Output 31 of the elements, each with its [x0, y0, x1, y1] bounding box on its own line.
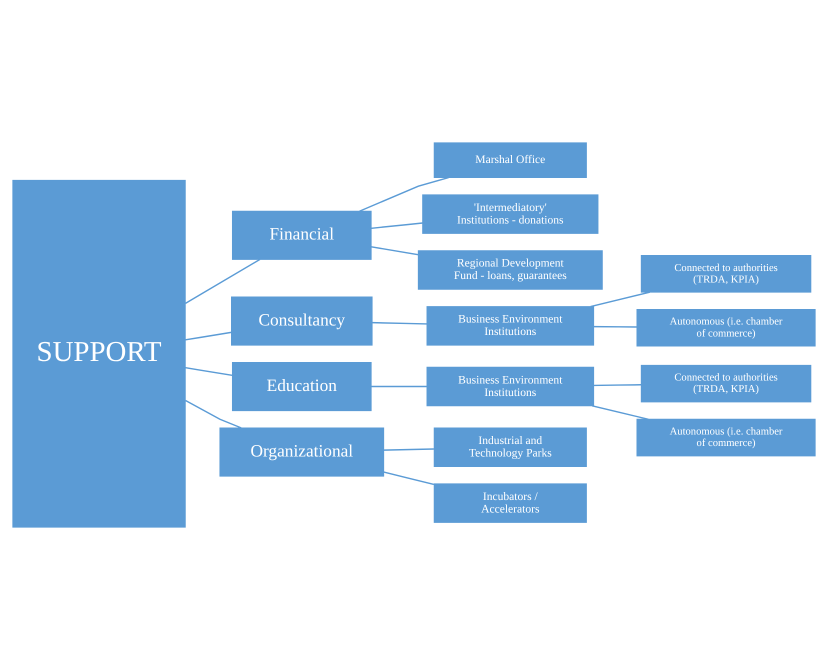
connector — [590, 291, 650, 308]
node-box: 'Intermediatory' Institutions - donations — [422, 194, 598, 234]
connector — [592, 405, 649, 420]
connector — [371, 246, 418, 256]
connector — [372, 322, 427, 325]
node-box: Education — [232, 362, 372, 412]
node-box: Business Environment Institutions — [426, 366, 594, 406]
node-box: Connected to authorities (TRDA, KPIA) — [640, 255, 812, 293]
node-box: Consultancy — [231, 296, 373, 346]
node-box: SUPPORT — [12, 180, 186, 528]
node-box: Marshal Office — [434, 142, 587, 178]
connector — [384, 448, 434, 451]
connector — [594, 384, 642, 386]
node-box: Organizational — [219, 427, 384, 477]
connector — [371, 222, 423, 229]
node-box: Regional Development Fund - loans, guarantees — [418, 250, 603, 290]
connector — [594, 326, 637, 328]
node-box: Autonomous (i.e. chamber of commerce) — [636, 418, 816, 456]
connector — [185, 400, 242, 429]
connector — [359, 176, 449, 212]
node-box: Financial — [232, 210, 372, 260]
node-box: Incubators / Accelerators — [434, 483, 587, 523]
node-box: Autonomous (i.e. chamber of commerce) — [636, 309, 816, 347]
connector — [185, 332, 232, 341]
connector — [185, 258, 260, 304]
node-box: Connected to authorities (TRDA, KPIA) — [640, 364, 812, 402]
connector — [185, 367, 232, 376]
connector — [371, 386, 427, 388]
node-box: Industrial and Technology Parks — [434, 427, 587, 467]
node-box: Business Environment Institutions — [426, 306, 594, 346]
connector — [384, 471, 434, 486]
